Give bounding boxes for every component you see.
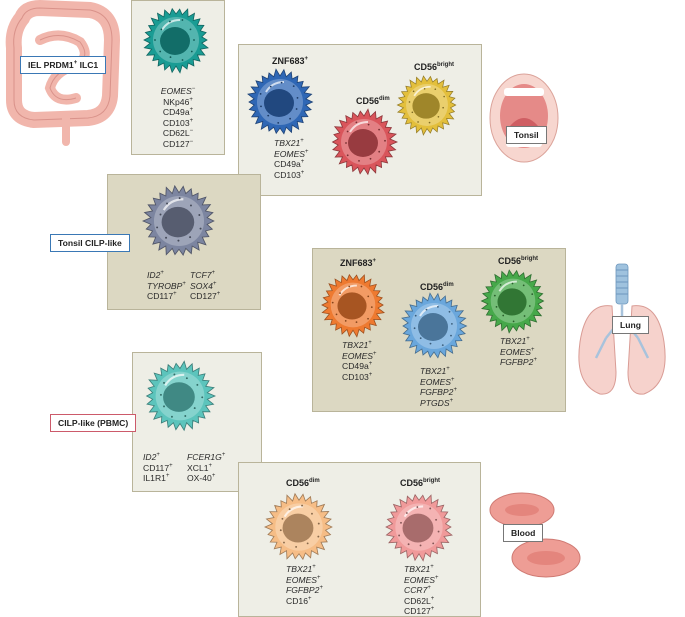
tonsil-cilp-label: Tonsil CILP-like <box>50 234 130 252</box>
tonsil-cd56-dim-cell <box>331 108 399 176</box>
marker-item: FGFBP2+ <box>286 585 323 596</box>
marker-item: SOX4+ <box>190 280 217 291</box>
marker-item: TBX21+ <box>404 564 434 574</box>
lung-cd56-dim-markers: TBX21+EOMES+FGFBP2+PTGDS+ <box>420 366 457 408</box>
marker-item: FGFBP2+ <box>420 387 457 398</box>
iel-markers: EOMES−NKp46+CD49a+CD103+CD62L−CD127− <box>138 86 218 150</box>
lung-znf683-cell <box>321 273 385 338</box>
marker-item: EOMES+ <box>342 350 377 361</box>
marker-item: CD117+ <box>143 462 173 473</box>
blood-cd56-dim-title: CD56dim <box>286 478 320 488</box>
marker-item: EOMES+ <box>500 346 535 357</box>
blood-label: Blood <box>503 524 544 542</box>
marker-item: TBX21+ <box>286 564 316 574</box>
lung-znf683-markers: TBX21+EOMES+CD49a+CD103+ <box>342 340 377 382</box>
blood-cd56-dim-markers: TBX21+EOMES+FGFBP2+CD16+ <box>286 564 323 606</box>
marker-item: FCER1G+ <box>187 452 226 462</box>
marker-item: TBX21+ <box>500 336 530 346</box>
tonsil-znf683-title: ZNF683+ <box>272 56 309 66</box>
blood-cd56-bright-markers: TBX21+EOMES+CCR7+CD62L+CD127+ <box>404 564 439 617</box>
marker-item: TBX21+ <box>274 138 304 148</box>
lung-cd56-bright-cell <box>480 269 545 334</box>
marker-item: CD117+ <box>147 291 177 302</box>
mouth-illustration <box>489 73 559 163</box>
tonsil-znf683-cell <box>247 68 314 135</box>
lung-cd56-dim-cell <box>401 292 468 359</box>
lung-cd56-bright-markers: TBX21+EOMES+FGFBP2+ <box>500 336 537 368</box>
marker-item: NKp46+ <box>163 96 193 107</box>
tonsil-label: Tonsil <box>506 126 547 144</box>
blood-cells-illustration <box>489 492 581 578</box>
blood-cd56-bright-cell <box>385 493 453 562</box>
iel-ilc1-cell <box>143 7 209 74</box>
marker-item: XCL1+ <box>187 462 213 473</box>
tonsil-cd56-bright-title: CD56bright <box>414 62 455 72</box>
marker-item: TCF7+ <box>190 270 215 280</box>
lung-znf683-title: ZNF683+ <box>340 258 377 268</box>
pbmc-label: CILP-like (PBMC) <box>50 414 137 432</box>
lung-label: Lung <box>612 316 649 334</box>
lung-cd56-bright-title: CD56bright <box>498 256 539 266</box>
marker-item: CD49a+ <box>342 361 373 372</box>
iel-label: IEL PRDM1+ ILC1 <box>20 56 107 74</box>
marker-item: CD16+ <box>286 595 312 606</box>
intestine-illustration <box>5 0 121 146</box>
tonsil-znf683-markers: TBX21+EOMES+CD49a+CD103+ <box>274 138 309 180</box>
marker-item: CD62L+ <box>404 595 435 606</box>
marker-item: EOMES+ <box>274 148 309 159</box>
marker-item: CD103+ <box>162 117 194 128</box>
pbmc-markers-right: FCER1G+XCL1+OX-40+ <box>187 452 225 484</box>
marker-item: EOMES+ <box>420 376 455 387</box>
marker-item: CCR7+ <box>404 585 431 596</box>
marker-item: FGFBP2+ <box>500 357 537 368</box>
marker-item: EOMES+ <box>404 574 439 585</box>
marker-item: CD127− <box>162 138 194 149</box>
marker-item: TBX21+ <box>420 366 450 376</box>
marker-item: PTGDS+ <box>420 397 454 408</box>
marker-item: EOMES+ <box>286 574 321 585</box>
pbmc-cilp-cell <box>145 360 217 432</box>
marker-item: OX-40+ <box>187 473 216 484</box>
blood-cd56-dim-cell <box>263 492 333 561</box>
marker-item: IL1R1+ <box>143 473 170 484</box>
tonsil-cd56-bright-cell <box>396 75 457 136</box>
marker-item: CD127+ <box>404 606 435 617</box>
marker-item: ID2+ <box>143 452 160 462</box>
marker-item: TBX21+ <box>342 340 372 350</box>
marker-item: CD127+ <box>190 291 221 302</box>
pbmc-markers-left: ID2+CD117+IL1R1+ <box>143 452 173 484</box>
tonsil-cd56-dim-title: CD56dim <box>356 96 390 106</box>
marker-item: CD49a+ <box>162 107 194 118</box>
marker-item: EOMES− <box>160 86 196 96</box>
marker-item: TYROBP+ <box>147 280 186 291</box>
marker-item: CD62L− <box>162 128 194 139</box>
marker-item: CD49a+ <box>274 159 305 170</box>
marker-item: ID2+ <box>147 270 164 280</box>
tonsil-cilp-markers-left: ID2+TYROBP+CD117+ <box>147 270 186 302</box>
marker-item: CD103+ <box>274 169 305 180</box>
blood-cd56-bright-title: CD56bright <box>400 478 441 488</box>
lung-cd56-dim-title: CD56dim <box>420 282 454 292</box>
marker-item: CD103+ <box>342 371 373 382</box>
tonsil-cilp-markers-right: TCF7+SOX4+CD127+ <box>190 270 220 302</box>
tonsil-cilp-cell <box>141 184 215 256</box>
